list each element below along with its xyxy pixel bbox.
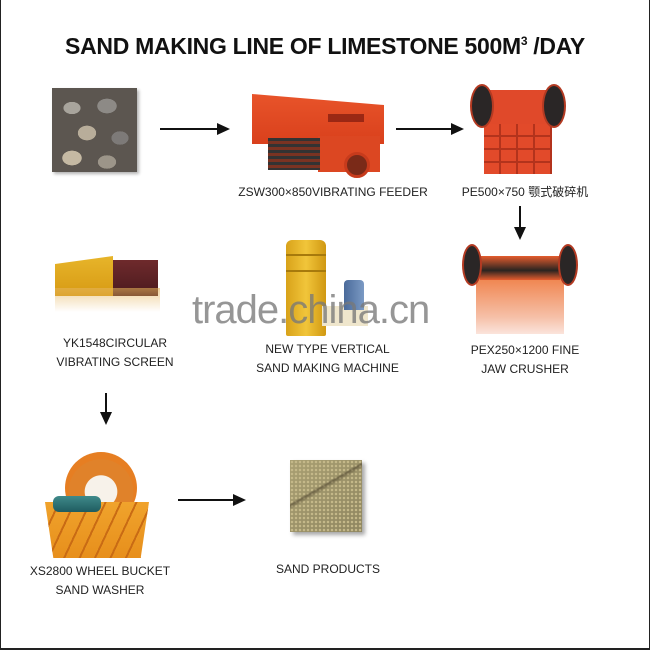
arrow-right-icon xyxy=(160,123,230,135)
label-line: NEW TYPE VERTICAL xyxy=(265,342,390,356)
fine-jaw-crusher-label: PEX250×1200 FINE JAW CRUSHER xyxy=(455,341,595,379)
watermark-text: trade.china.cn xyxy=(192,288,430,332)
arrow-down-icon xyxy=(514,206,526,240)
arrow-right-icon xyxy=(396,123,464,135)
title-superscript: 3 xyxy=(520,34,528,48)
label-line: YK1548CIRCULAR xyxy=(62,336,168,350)
arrow-right-icon xyxy=(178,494,246,506)
sand-washer-label: XS2800 WHEEL BUCKET SAND WASHER xyxy=(25,562,175,600)
jaw-crusher-label: PE500×750 颚式破碎机 xyxy=(461,185,589,199)
sand-products-image xyxy=(290,460,362,532)
label-line: JAW CRUSHER xyxy=(481,362,569,376)
label-line: PEX250×1200 FINE xyxy=(470,343,580,357)
label-line: VIBRATING SCREEN xyxy=(56,355,174,369)
vibrating-feeder-image xyxy=(248,88,388,180)
jaw-crusher-image xyxy=(470,84,566,176)
limestone-rocks-image xyxy=(52,88,137,172)
page-title: SAND MAKING LINE OF LIMESTONE 500M3 /DAY xyxy=(0,33,650,60)
wheel-bucket-sand-washer-image xyxy=(45,452,150,560)
vertical-sand-making-machine-label: NEW TYPE VERTICAL SAND MAKING MACHINE xyxy=(240,340,415,378)
label-line: XS2800 WHEEL BUCKET xyxy=(29,564,171,578)
circular-vibrating-screen-image xyxy=(55,252,160,312)
vibrating-feeder-label: ZSW300×850VIBRATING FEEDER xyxy=(238,185,428,199)
sand-products-label: SAND PRODUCTS xyxy=(275,562,380,576)
fine-jaw-crusher-image xyxy=(462,240,578,336)
label-line: SAND MAKING MACHINE xyxy=(256,361,399,375)
title-suffix: /DAY xyxy=(527,33,585,59)
arrow-down-icon xyxy=(100,393,112,425)
title-main-text: SAND MAKING LINE OF LIMESTONE 500M xyxy=(65,33,521,59)
vertical-sand-making-machine-image xyxy=(282,240,368,338)
label-line: SAND WASHER xyxy=(55,583,145,597)
circular-vibrating-screen-label: YK1548CIRCULAR VIBRATING SCREEN xyxy=(50,334,180,372)
